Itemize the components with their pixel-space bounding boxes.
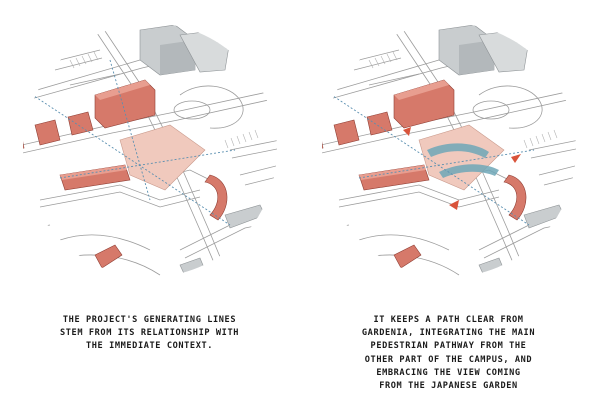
- right-generating-lines: [323, 89, 535, 226]
- caption-line: IT KEEPS A PATH CLEAR FROM: [373, 315, 524, 325]
- left-generating-lines: [24, 59, 236, 226]
- right-pedestrian-paths: [427, 143, 499, 178]
- caption-line: STEM FROM ITS RELATIONSHIP WITH: [60, 328, 239, 339]
- caption-line: THE IMMEDIATE CONTEXT.: [85, 341, 214, 352]
- right-map-clip: [322, 23, 576, 277]
- left-parking-lots: [69, 51, 259, 149]
- caption-line: EMBRACING THE VIEW COMING: [376, 367, 521, 378]
- left-panel: THE PROJECT'S GENERATING LINES STEM FROM…: [0, 23, 299, 354]
- right-caption: IT KEEPS A PATH CLEAR FROM GARDENIA, INT…: [299, 314, 598, 393]
- caption-line: FROM THE JAPANESE GARDEN: [379, 381, 518, 392]
- right-direction-arrows: [403, 127, 521, 210]
- arrow-icon: [449, 200, 459, 210]
- left-site-axonometric: [23, 23, 277, 277]
- left-caption: THE PROJECT'S GENERATING LINES STEM FROM…: [0, 314, 299, 354]
- caption-line: PEDESTRIAN PATHWAY FROM THE: [370, 341, 527, 352]
- arrow-icon: [403, 127, 411, 136]
- arrow-icon: [511, 154, 521, 163]
- left-project-site: [119, 124, 206, 191]
- right-brick-buildings: [322, 79, 527, 269]
- right-site-axonometric: [322, 23, 576, 277]
- left-map-clip: [23, 23, 277, 277]
- left-grey-buildings: [139, 24, 266, 277]
- caption-line: THE PROJECT'S GENERATING LINES: [62, 315, 237, 325]
- caption-line: GARDENIA, INTEGRATING THE MAIN: [361, 328, 536, 339]
- right-panel: IT KEEPS A PATH CLEAR FROM GARDENIA, INT…: [299, 0, 598, 409]
- caption-line: OTHER PART OF THE CAMPUS, AND: [364, 354, 533, 365]
- right-parking-lots: [368, 51, 558, 149]
